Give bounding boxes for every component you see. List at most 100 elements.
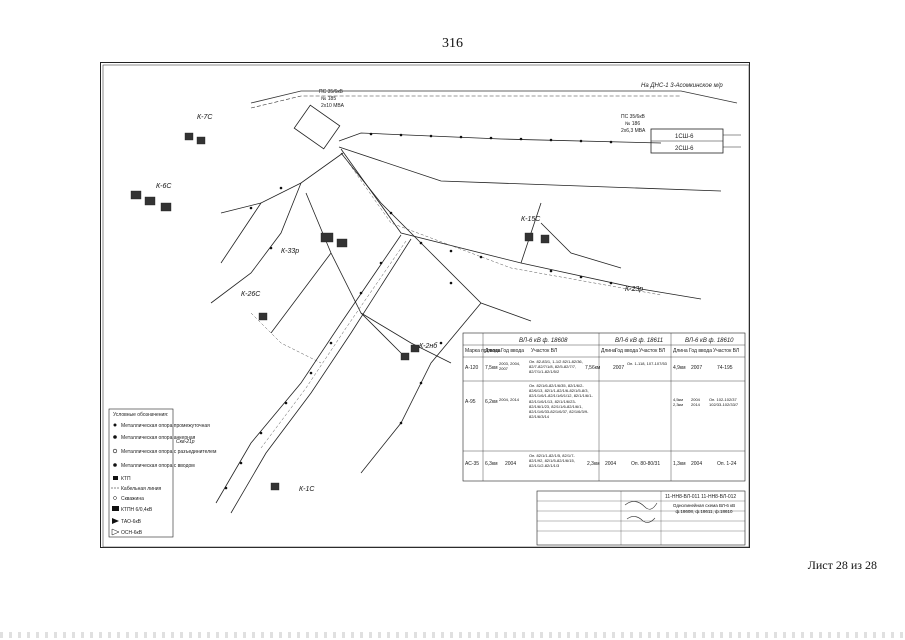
legend-item-7-text: Скважина — [121, 496, 144, 502]
pad-label-k7c: К-7С — [197, 114, 213, 121]
legend-title: Условные обозначения: — [113, 412, 168, 418]
legend-item-2-text: Металлическая опора анкерная — [121, 435, 196, 441]
schematic-drawing: На ДНС-1 3-Асомкинское м/р ПС 35/6кВ № 1… — [100, 62, 750, 548]
row1-c2-seg-text: Оп. 1-118, 107-107/53 — [627, 361, 667, 366]
col-header-mark: Марка провода — [465, 348, 501, 354]
substation-right-label-3: 2х6,3 МВА — [621, 128, 646, 134]
col-header-len-1: Длина — [485, 348, 500, 354]
pad-label-k33r: К-33р — [281, 248, 299, 255]
scan-noise-strip — [0, 632, 905, 638]
cable-lines — [250, 154, 662, 449]
table-row: АС-35 6,3км 2004 Оп. 82/1/1-82/1/5, 82/1… — [465, 453, 737, 468]
legend-item-6: Кабельная линия — [111, 486, 162, 492]
row3-c1-seg-text: Оп. 82/1/1-82/1/5, 82/1/7-82/1/92, 82/1/… — [529, 453, 575, 468]
stamp-code-line: 11-НН8-ВЛ-011 11-НН8-ВЛ-012 — [665, 494, 736, 500]
pole-markers — [224, 132, 613, 490]
row1-c1-year: 2003, 2004, 2007 — [499, 361, 521, 371]
stamp-title: Однолинейная схема ВЛ-6 кВ ф.18608, ф.18… — [672, 503, 736, 514]
row2-c1-year: 2004, 2014 — [499, 397, 519, 402]
row3-c1-year: 2004 — [505, 461, 516, 467]
row1-c1-year-text: 2003, 2004, 2007 — [499, 361, 521, 371]
table-row: А-95 6,2км 2004, 2014 Оп. 82/1/6-82/1/6/… — [465, 383, 739, 420]
row2-c1-seg: Оп. 82/1/6-82/1/6/35, 82/1/6/2-82/6/13, … — [529, 383, 593, 420]
legend-item-4: Металлическая опора с вводом — [113, 463, 195, 469]
substation-left: ПС 35/6кВ № 185 2х10 МВА — [293, 89, 345, 150]
pad-label-skv21r: Скв-21р — [176, 439, 195, 445]
row3-c2-len: 2,3км — [587, 461, 600, 467]
row2-c3-len: 4,5км 2,3км — [673, 397, 684, 407]
row1-c3-len: 4,9км — [673, 365, 686, 371]
legend-item-5: КТП — [113, 476, 131, 482]
row3-c1-seg: Оп. 82/1/1-82/1/5, 82/1/7-82/1/92, 82/1/… — [529, 453, 575, 468]
row1-c2-seg: Оп. 1-118, 107-107/53 — [627, 361, 667, 366]
legend-item-10: ОСН-6кВ — [111, 528, 143, 536]
legend-item-9: ТАО-6кВ — [112, 518, 142, 525]
row3-c2-seg: Оп. 80-80/31 — [631, 461, 660, 467]
row2-c3-len-text: 4,5км 2,3км — [673, 397, 684, 407]
col-header-len-2: Длина — [601, 348, 616, 354]
table-group-header-3: ВЛ-6 кВ ф. 18610 — [685, 338, 734, 344]
row2-mark: А-95 — [465, 399, 476, 405]
legend: Условные обозначения: Металлическая опор… — [108, 408, 217, 538]
row1-c3-seg: 74-195 — [717, 365, 733, 371]
page-number: 316 — [442, 36, 463, 51]
sheet-label: Лист 28 из 28 — [807, 558, 877, 572]
table-group-header-1: ВЛ-6 кВ ф. 18608 — [519, 338, 568, 344]
row3-c3-len: 1,3км — [673, 461, 686, 467]
legend-item-9-text: ТАО-6кВ — [121, 519, 142, 525]
row1-c2-len: 7,56км — [585, 365, 601, 371]
legend-item-10-text: ОСН-6кВ — [121, 530, 143, 536]
pad-label-k23r: К-23р — [625, 286, 643, 293]
col-header-seg-2: Участок ВЛ — [639, 348, 665, 354]
legend-item-2: Металлическая опора анкерная — [113, 435, 196, 441]
row1-c2-year: 2007 — [613, 365, 624, 371]
legend-item-1: Металлическая опора промежуточная — [113, 423, 210, 429]
bus-2-label: 2СШ-6 — [675, 146, 694, 152]
col-header-year-3: Год ввода — [689, 348, 712, 354]
power-line-map: На ДНС-1 3-Асомкинское м/р ПС 35/6кВ № 1… — [102, 64, 750, 548]
row2-c3-year-text: 2004 2014 — [691, 397, 700, 407]
col-header-year-1: Год ввода — [501, 348, 524, 354]
legend-item-4-text: Металлическая опора с вводом — [121, 463, 195, 469]
row2-c1-seg-text: Оп. 82/1/6-82/1/6/35, 82/1/6/2-82/6/13, … — [529, 383, 593, 420]
legend-item-3-text: Металлическая опора с разъединителем — [121, 449, 217, 455]
row1-c1-seg: Оп. 82-83/1, 1-1/2 82/1-82/36, 82/7-82/7… — [529, 359, 583, 374]
substation-left-label-2: № 185 — [321, 96, 336, 102]
row2-c3-year: 2004 2014 — [691, 397, 700, 407]
col-header-seg-3: Участок ВЛ — [713, 348, 739, 354]
row2-c1-len: 6,2км — [485, 399, 498, 405]
legend-item-6-text: Кабельная линия — [121, 486, 162, 492]
substation-left-label-1: ПС 35/6кВ — [319, 89, 344, 95]
pad-label-k6c: К-6С — [156, 183, 172, 190]
col-header-len-3: Длина — [673, 348, 688, 354]
col-header-year-2: Год ввода — [615, 348, 638, 354]
pad-label-k2nb: К-2нб — [419, 342, 438, 350]
row3-c3-year: 2004 — [691, 461, 702, 467]
signature-scribble — [626, 516, 656, 523]
pad-label-k15c: К-15С — [521, 216, 541, 223]
legend-item-1-text: Металлическая опора промежуточная — [121, 423, 210, 429]
pad-label-k1c: К-1С — [299, 486, 315, 493]
stamp-title-text: Однолинейная схема ВЛ-6 кВ ф.18608, ф.18… — [672, 503, 736, 514]
bus-1-label: 1СШ-6 — [675, 134, 694, 140]
row1-c3-year: 2007 — [691, 365, 702, 371]
legend-item-5-text: КТП — [121, 476, 131, 482]
row1-c1-len: 7,5км — [485, 365, 498, 371]
row3-c1-len: 6,3км — [485, 461, 498, 467]
top-direction-label: На ДНС-1 3-Асомкинское м/р — [641, 83, 723, 89]
substation-right-label-2: № 186 — [625, 121, 640, 127]
legend-item-8-text: КТПН 6/0,4кВ — [121, 507, 153, 513]
row3-c3-seg: Оп. 1-24 — [717, 461, 737, 467]
row2-c3-seg: Оп. 102-102/37 102/33-102/33/7 — [709, 397, 739, 407]
well-pad-clusters — [130, 132, 550, 491]
legend-item-7: Скважина — [113, 496, 144, 502]
line-table: ВЛ-6 кВ ф. 18608 ВЛ-6 кВ ф. 18611 ВЛ-6 к… — [462, 332, 746, 482]
table-row: А-120 7,5км 2003, 2004, 2007 Оп. 82-83/1… — [465, 359, 733, 374]
table-group-header-2: ВЛ-6 кВ ф. 18611 — [615, 338, 663, 344]
signature-scribble — [624, 501, 658, 510]
substation-right: ПС 35/6кВ № 186 2х6,3 МВА 1СШ-6 2СШ-6 — [621, 114, 741, 154]
row3-c2-year: 2004 — [605, 461, 616, 467]
title-stamp: 11-НН8-ВЛ-011 11-НН8-ВЛ-012 Однолинейная… — [536, 490, 746, 546]
substation-left-label-3: 2х10 МВА — [321, 103, 345, 109]
row2-c3-seg-text: Оп. 102-102/37 102/33-102/33/7 — [709, 397, 739, 407]
